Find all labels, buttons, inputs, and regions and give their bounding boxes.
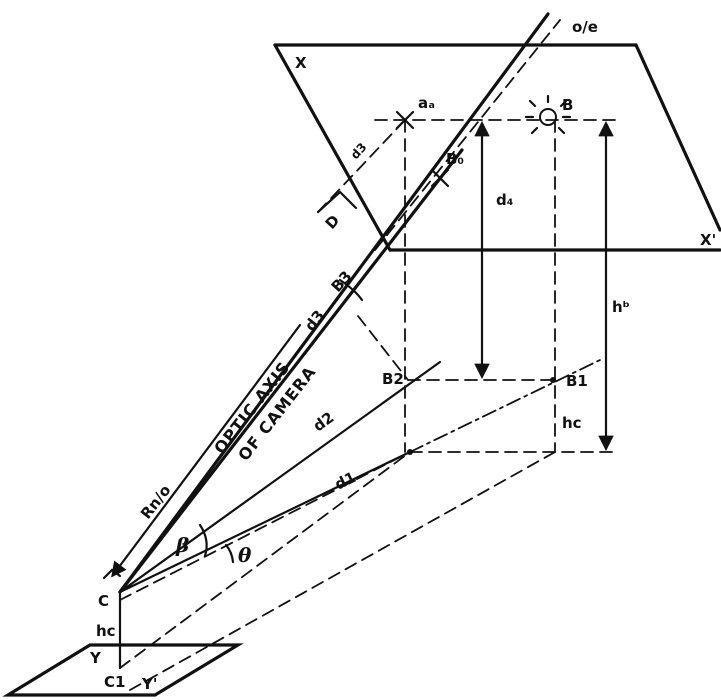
- label-d3-small: d3: [348, 140, 370, 162]
- label-y-prime: Y': [141, 675, 157, 693]
- ground-rays: [119, 451, 556, 691]
- ray-to-B2: [118, 360, 442, 594]
- point-B1: [550, 377, 556, 383]
- label-x-prime: X': [700, 231, 716, 249]
- label-B2: B2: [382, 370, 404, 388]
- point-ground-d1: [407, 449, 413, 455]
- label-oe: o/e: [572, 18, 598, 36]
- label-d4: d₄: [496, 191, 513, 209]
- label-D: D: [322, 211, 344, 232]
- label-hc-right: hc: [562, 414, 582, 432]
- upper-plane-top-edge: [273, 43, 721, 232]
- label-x: X: [295, 54, 307, 72]
- label-C1: C1: [104, 673, 125, 691]
- dashed-axis-extension: [374, 19, 561, 251]
- label-d2: d2: [310, 408, 338, 435]
- camera-rays: [118, 12, 601, 594]
- upper-dashed-ray-base: [118, 12, 550, 594]
- label-Bo: B₀: [446, 150, 464, 168]
- label-theta: θ: [238, 543, 252, 567]
- distance-arrows: [111, 120, 614, 578]
- construction-lines: [317, 119, 621, 453]
- label-d1: d1: [332, 468, 359, 493]
- label-B: B: [562, 96, 573, 114]
- label-hc-left: hc: [96, 622, 116, 640]
- light-burst-icon: [524, 94, 572, 135]
- ground-plane: [2, 643, 244, 697]
- beta-arc: [198, 523, 208, 558]
- label-y: Y: [89, 649, 102, 667]
- label-C: C: [98, 592, 109, 610]
- upper-plane-inner-edge: [273, 43, 721, 252]
- point-ae-marker: [395, 110, 415, 130]
- label-beta: β: [175, 533, 189, 557]
- B3-arc: [338, 278, 364, 302]
- label-B1: B1: [566, 372, 588, 390]
- theta-arc: [224, 543, 235, 564]
- right-angle-marker: [316, 190, 358, 214]
- point-Bo-marker: [430, 168, 450, 188]
- point-markers: [395, 110, 556, 455]
- camera-tick: [102, 568, 122, 580]
- ray-to-B1: [409, 359, 601, 453]
- upper-plane: [273, 43, 721, 252]
- label-hb: hᵇ: [612, 298, 630, 316]
- label-ae: aₐ: [418, 94, 435, 112]
- ray-d1: [118, 450, 412, 594]
